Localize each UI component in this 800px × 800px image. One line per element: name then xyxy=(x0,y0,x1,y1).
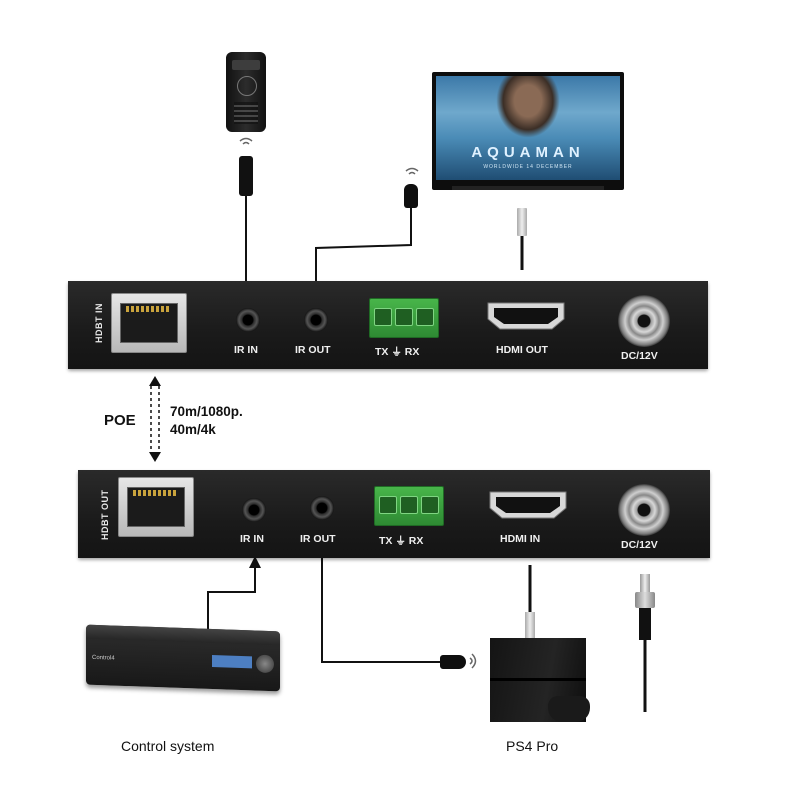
receiver-side-label: HDBT IN xyxy=(94,303,104,343)
receiver-rj45-port xyxy=(111,293,187,353)
receiver-dc-port xyxy=(618,295,670,347)
tv: AQUAMAN WORLDWIDE 14 DECEMBER xyxy=(432,72,624,190)
link-spec-line1: 70m/1080p. xyxy=(170,404,243,419)
ir-receiver-sensor xyxy=(239,156,253,196)
receiver-hdmi-port xyxy=(487,302,565,330)
ps4-caption: PS4 Pro xyxy=(506,738,559,754)
tv-figure xyxy=(496,76,560,138)
ir-signal-icon xyxy=(405,167,419,175)
transmitter-txrx-label: TX ⏚ RX xyxy=(379,535,424,547)
dc-power-plug xyxy=(633,574,657,640)
transmitter-ir-in-jack xyxy=(242,498,266,522)
ps4-stripe xyxy=(490,678,586,681)
tv-screen: AQUAMAN WORLDWIDE 14 DECEMBER xyxy=(436,76,620,180)
transmitter-terminal-block xyxy=(374,486,444,526)
transmitter-hdmi-label: HDMI IN xyxy=(500,533,541,545)
ir-signal-icon xyxy=(239,137,253,145)
transmitter-rj45-port xyxy=(118,477,194,537)
control-system-display xyxy=(212,655,252,669)
remote-buttons xyxy=(234,102,258,124)
transmitter-dc-label: DC/12V xyxy=(621,539,658,551)
remote-dpad xyxy=(237,76,257,96)
receiver-ir-in-jack xyxy=(236,308,260,332)
tv-subtitle: WORLDWIDE 14 DECEMBER xyxy=(483,164,573,170)
control-system-brand: Control4 xyxy=(92,654,115,662)
transmitter-side-label: HDBT OUT xyxy=(100,489,110,541)
transmitter-ir-out-label: IR OUT xyxy=(300,533,336,545)
receiver-ir-in-label: IR IN xyxy=(234,344,258,356)
transmitter-ir-in-label: IR IN xyxy=(240,533,264,545)
tv-stand xyxy=(452,186,604,190)
receiver-txrx-label: TX ⏚ RX xyxy=(375,346,420,358)
link-arrow xyxy=(149,376,161,462)
ir-signal-icon xyxy=(469,653,477,669)
receiver-dc-label: DC/12V xyxy=(621,350,658,362)
receiver-ir-out-jack xyxy=(304,308,328,332)
hdmi-plug-top xyxy=(517,208,527,236)
ps4-controller xyxy=(548,696,590,722)
receiver-ir-out-label: IR OUT xyxy=(295,344,331,356)
control-system-knob xyxy=(256,654,274,674)
ir-emitter-bottom xyxy=(440,655,466,669)
receiver-hdmi-label: HDMI OUT xyxy=(496,344,548,356)
receiver-device: HDBT IN IR IN IR OUT TX ⏚ RX HDMI OUT DC… xyxy=(68,281,708,369)
ir-emitter xyxy=(404,184,418,208)
transmitter-ir-out-jack xyxy=(310,496,334,520)
tv-title: AQUAMAN xyxy=(471,144,585,161)
receiver-terminal-block xyxy=(369,298,439,338)
control-system-caption: Control system xyxy=(121,738,215,754)
link-spec-line2: 40m/4k xyxy=(170,422,216,437)
remote-control xyxy=(226,52,266,132)
transmitter-dc-port xyxy=(618,484,670,536)
transmitter-device: HDBT OUT IR IN IR OUT TX ⏚ RX HDMI IN DC… xyxy=(78,470,710,558)
control-system-device: Control4 xyxy=(86,624,280,692)
transmitter-hdmi-port xyxy=(489,491,567,519)
remote-screen xyxy=(232,60,260,70)
hdmi-plug-bottom xyxy=(525,612,535,638)
poe-label: POE xyxy=(104,412,136,429)
